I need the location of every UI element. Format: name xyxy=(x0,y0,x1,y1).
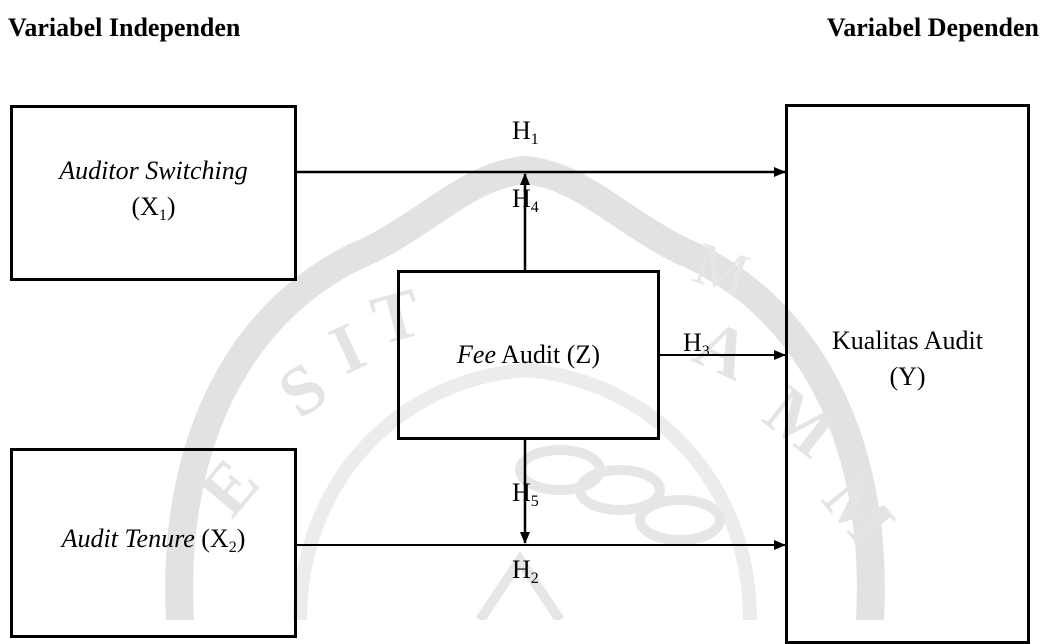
fee-audit-box: Fee Audit (Z) xyxy=(397,270,660,440)
h5-label: H5 xyxy=(512,478,539,510)
audit-tenure-label: Audit Tenure (X2) xyxy=(61,523,246,556)
university-seal-watermark: E S I T A M M M xyxy=(165,155,909,620)
kualitas-audit-label: Kualitas Audit xyxy=(832,326,983,355)
h4-label: H4 xyxy=(512,184,539,216)
h1-label: H1 xyxy=(512,116,539,148)
audit-tenure-box: Audit Tenure (X2) xyxy=(10,448,297,638)
auditor-switching-label: Auditor Switching xyxy=(59,155,248,185)
kualitas-audit-box: Kualitas Audit (Y) xyxy=(785,104,1030,644)
h2-label: H2 xyxy=(512,555,539,587)
auditor-switching-box: Auditor Switching (X1) xyxy=(10,105,297,281)
fee-audit-label: Fee Audit (Z) xyxy=(457,340,600,369)
x1-symbol: (X1) xyxy=(131,191,176,224)
diagram-connectors xyxy=(297,167,786,550)
independent-variable-heading: Variabel Independen xyxy=(8,13,241,42)
h3-label: H3 xyxy=(683,328,710,360)
y-symbol: (Y) xyxy=(889,362,926,391)
dependent-variable-heading: Variabel Dependen xyxy=(826,13,1039,42)
